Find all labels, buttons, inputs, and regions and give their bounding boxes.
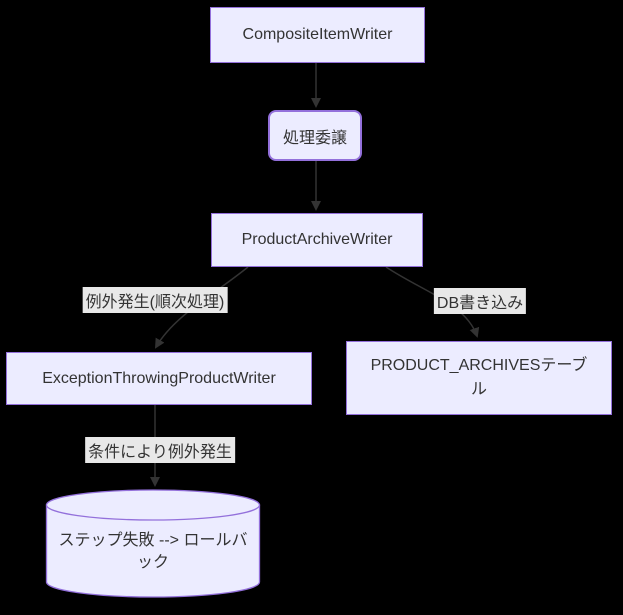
node-exception-throwing-product-writer: ExceptionThrowingProductWriter: [6, 352, 312, 405]
node-rollback-database: ステップ失敗 --> ロールバ ック: [44, 530, 262, 574]
node-product-archives-table: PRODUCT_ARCHIVESテーブ ル: [346, 341, 612, 415]
edge-label-sequential-exception: 例外発生(順次処理): [82, 287, 228, 313]
node-product-archives-table-line1: PRODUCT_ARCHIVESテーブ: [370, 357, 588, 374]
edge-label-db-write: DB書き込み: [433, 288, 527, 314]
database-cylinder-icon: [45, 489, 261, 598]
edge-label-conditional-exception: 条件により例外発生: [85, 437, 235, 463]
node-composite-item-writer: CompositeItemWriter: [210, 7, 425, 63]
node-rollback-database-line1: ステップ失敗 --> ロールバ: [58, 532, 248, 549]
node-product-archives-table-line2: ル: [470, 381, 487, 398]
node-rollback-database-line2: ック: [136, 554, 169, 571]
node-delegate: 処理委譲: [268, 110, 362, 161]
node-product-archive-writer: ProductArchiveWriter: [211, 213, 423, 267]
